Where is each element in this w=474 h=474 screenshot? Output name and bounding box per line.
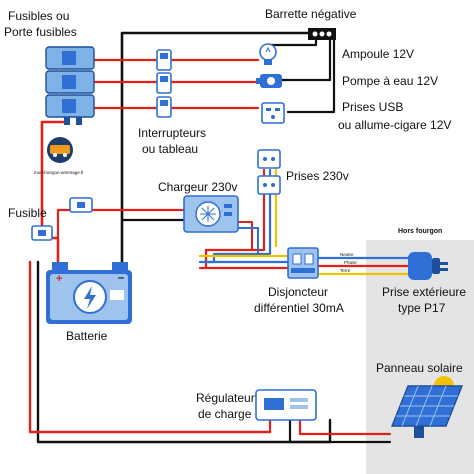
charge-regulator: [255, 389, 317, 421]
plug-label-line2: type P17: [398, 301, 446, 315]
fuse-1-blade: [62, 51, 76, 65]
outlets-230-label: Prises 230v: [286, 169, 349, 183]
wires: [28, 31, 410, 444]
fuse-2-blade: [62, 75, 76, 89]
breaker-label-line1: Disjoncteur: [268, 285, 328, 299]
switches-label-line1: Interrupteurs: [138, 126, 206, 140]
negative-pump-wire: [276, 38, 332, 82]
positive-solar-wire: [298, 418, 392, 436]
wire-earth-label: Terre: [340, 268, 351, 273]
water-pump-icon: [256, 74, 282, 88]
fuse-3-blade: [62, 99, 76, 113]
rcd-breaker: [287, 247, 319, 279]
charger-neutral-wire: [237, 227, 259, 255]
light-bulb-icon: [259, 43, 277, 65]
charger-label: Chargeur 230v: [158, 180, 237, 194]
negative-bus-bar: [308, 28, 336, 40]
solar-label: Panneau solaire: [376, 361, 463, 375]
wire-phase-label: Phase: [344, 260, 357, 265]
switch-1-rocker: [160, 53, 168, 59]
bus-bar-screw-3: [326, 31, 332, 37]
charger-fuse: [69, 197, 93, 213]
battery-bolt-icon: + –: [46, 262, 132, 324]
switches: [156, 49, 172, 118]
positive-fuse-holder-wire: [40, 120, 68, 228]
labels: Fusibles ou Porte fusibles Barrette néga…: [4, 7, 466, 421]
fuse-holder: [45, 46, 95, 125]
website-label: mon-fourgon-amenage.fr: [34, 170, 84, 175]
negative-usb-wire: [286, 38, 336, 114]
power-outlet-icon: [257, 149, 281, 195]
regulator-label-line1: Régulateur: [196, 391, 255, 405]
fuses-label-line2: Porte fusibles: [4, 25, 77, 39]
outside-label: Hors fourgon: [398, 228, 442, 235]
positive-charger-wire: [56, 208, 188, 240]
bus-bar-screw-2: [319, 31, 325, 37]
regulator-label-line2: de charge: [198, 407, 252, 421]
fuse-label: Fusible: [8, 206, 47, 220]
positive-battery-fuse-wire: [40, 236, 60, 264]
breaker-label-line2: différentiel 30mA: [254, 301, 344, 315]
positive-regulator-wire: [28, 260, 272, 434]
negative-main-wire: [120, 31, 314, 264]
main-fuse: [31, 225, 53, 241]
fuse-holder-tab-left: [64, 117, 70, 125]
negative-bus-label: Barrette négative: [265, 7, 357, 21]
usb-label-line1: Prises USB: [342, 100, 403, 114]
charger-230v: [183, 195, 239, 233]
battery-label: Batterie: [66, 329, 108, 343]
pump-label: Pompe à eau 12V: [342, 74, 438, 88]
negative-regulator-wire: [36, 260, 332, 444]
usb-label-line2: ou allume-cigare 12V: [338, 118, 451, 132]
wire-neutral-label: Neutre: [340, 252, 354, 257]
switches-label-line2: ou tableau: [142, 142, 198, 156]
usb-outlet-icon: [261, 102, 285, 124]
plug-label-line1: Prise extérieure: [382, 285, 466, 299]
charger-phase-wire: [237, 221, 253, 251]
bus-bar-screw-1: [312, 31, 318, 37]
lamp-label: Ampoule 12V: [342, 47, 414, 61]
switch-2-rocker: [160, 76, 168, 82]
negative-solar-wire: [288, 418, 392, 444]
phase-outlet-wire: [204, 168, 266, 270]
fuses-label-line1: Fusibles ou: [8, 9, 69, 23]
p17-plug-icon: [408, 252, 448, 280]
solar-panel-icon: [390, 376, 464, 438]
fuse-holder-tab-right: [76, 117, 82, 125]
switch-3-rocker: [160, 100, 168, 106]
svg-text:+: +: [56, 273, 62, 285]
van-logo: [47, 137, 73, 163]
svg-text:–: –: [118, 272, 124, 284]
